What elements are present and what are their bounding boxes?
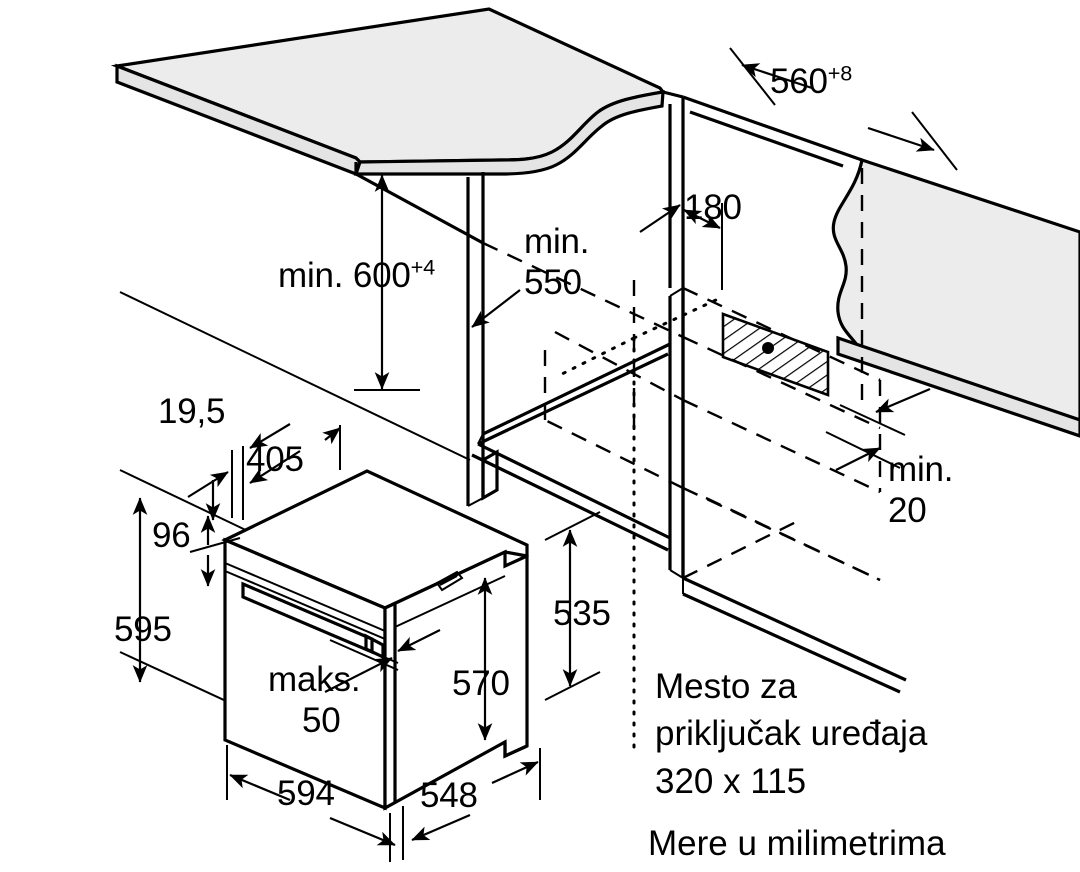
outlet-hatched-zone (721, 312, 830, 397)
outlet-point-marker (762, 342, 774, 354)
dim-label-405: 405 (246, 440, 304, 479)
outlet-location-note: Mesto za priključak uređaja 320 x 115 (655, 667, 928, 801)
dim-label-570: 570 (452, 664, 510, 703)
dim-label-550: min. 550 (524, 222, 590, 302)
oven-appliance (221, 469, 529, 811)
dim-label-20: min. 20 (888, 450, 954, 530)
dim-594 (226, 745, 396, 862)
dim-535 (544, 511, 601, 701)
dim-19-5 (187, 423, 291, 521)
dim-label-548: 548 (420, 776, 478, 815)
dim-maks-50 (324, 629, 441, 693)
rear-wall-panel (682, 95, 1080, 438)
dim-180 (683, 203, 723, 290)
dim-label-560: 560+8 (770, 60, 853, 101)
dim-label-19-5: 19,5 (158, 392, 226, 431)
dim-20 (825, 387, 931, 471)
outlet-center-dotted-line (558, 298, 718, 752)
dim-548 (402, 748, 541, 860)
dim-550 (471, 204, 681, 328)
dim-label-595: 595 (114, 610, 172, 649)
dim-label-600: min. 600+4 (278, 254, 435, 295)
dim-600 (354, 173, 420, 391)
dim-405 (249, 425, 341, 484)
dim-label-180: 180 (684, 188, 742, 227)
countertop-slab (110, 7, 666, 177)
dim-label-96: 96 (152, 516, 191, 555)
hidden-construction-lines (482, 241, 882, 582)
dim-label-535: 535 (553, 594, 611, 633)
units-note: Mere u milimetrima (648, 824, 946, 863)
dim-label-maks-50: maks. 50 (268, 660, 361, 740)
dim-label-594: 594 (277, 774, 335, 813)
dim-560 (729, 47, 958, 171)
dim-96 (189, 515, 241, 587)
